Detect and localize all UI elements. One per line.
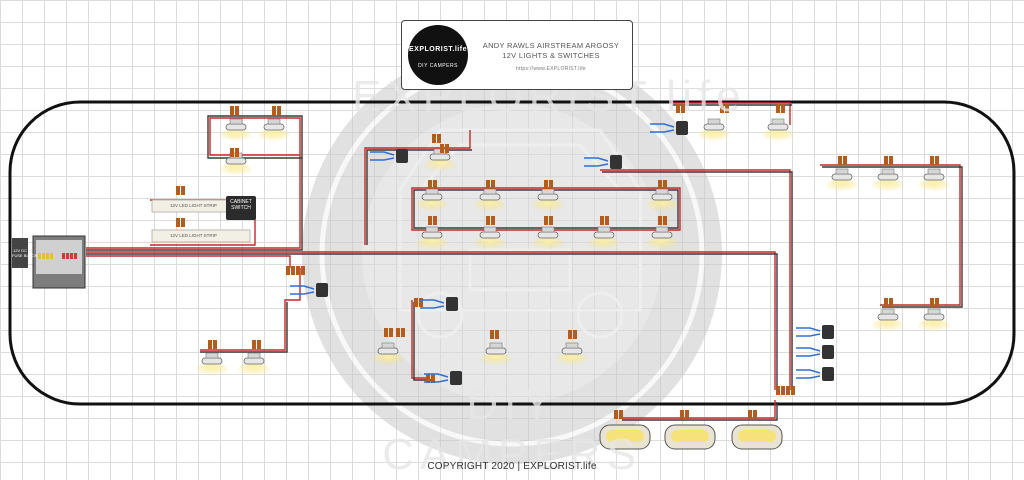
puck-light bbox=[238, 352, 270, 377]
watermark-text-bottom: DIY CAMPERS bbox=[382, 380, 642, 479]
wire-connector bbox=[286, 266, 295, 275]
wire-connector bbox=[658, 180, 667, 189]
led-strip bbox=[151, 229, 251, 243]
puck-light bbox=[372, 342, 404, 367]
rocker-switch bbox=[420, 297, 458, 311]
fuse-block bbox=[12, 235, 86, 289]
wire-connector bbox=[384, 328, 393, 337]
wire-connector bbox=[230, 106, 239, 115]
cabinet-switch bbox=[226, 196, 256, 220]
cabinet-switch-label: CABINET SWITCH bbox=[230, 199, 252, 211]
led-strips bbox=[151, 199, 251, 243]
wire-connector bbox=[426, 374, 435, 383]
puck-light bbox=[918, 168, 950, 193]
wire-connector bbox=[440, 144, 449, 153]
rocker-switch bbox=[796, 367, 834, 381]
wire-connector bbox=[884, 156, 893, 165]
wire-connector bbox=[396, 328, 405, 337]
puck-light bbox=[220, 118, 252, 143]
puck-light bbox=[416, 226, 448, 251]
explorist-logo: EXPLORIST.life DIY CAMPERS bbox=[408, 25, 468, 85]
camper-outline bbox=[8, 100, 1016, 406]
puck-light bbox=[918, 308, 950, 333]
logo-brand: EXPLORIST.life bbox=[409, 46, 467, 53]
rocker-switch bbox=[796, 345, 834, 359]
wire-connector bbox=[208, 340, 217, 349]
wire-connector bbox=[720, 104, 729, 113]
puck-light bbox=[646, 188, 678, 213]
wire-connector bbox=[680, 410, 689, 419]
puck-light bbox=[698, 118, 730, 143]
wire-connector bbox=[658, 216, 667, 225]
wire-connector bbox=[428, 216, 437, 225]
wire-connector bbox=[176, 186, 185, 195]
puck-light bbox=[762, 118, 794, 143]
wire-connector bbox=[930, 298, 939, 307]
rocker-switch bbox=[650, 121, 688, 135]
led-strip-label: 12V LED LIGHT STRIP bbox=[170, 233, 217, 238]
puck-light bbox=[872, 308, 904, 333]
puck-light bbox=[474, 188, 506, 213]
wire-connector bbox=[776, 104, 785, 113]
fuse-block-label: 12V DC FUSE BLOCK bbox=[12, 248, 38, 258]
led-strip-label: 12V LED LIGHT STRIP bbox=[170, 203, 217, 208]
porch-lights bbox=[599, 424, 783, 450]
wire-connector bbox=[432, 134, 441, 143]
wire-connector bbox=[296, 266, 305, 275]
wire-connector bbox=[676, 104, 685, 113]
puck-light bbox=[556, 342, 588, 367]
rocker-switch bbox=[796, 325, 834, 339]
wire-connector bbox=[838, 156, 847, 165]
wire-connector bbox=[930, 156, 939, 165]
rocker-switch bbox=[424, 371, 462, 385]
puck-light bbox=[416, 188, 448, 213]
puck-light bbox=[480, 342, 512, 367]
puck-lights bbox=[196, 118, 950, 377]
puck-light bbox=[196, 352, 228, 377]
puck-light bbox=[646, 226, 678, 251]
wire-connector bbox=[600, 216, 609, 225]
puck-light bbox=[532, 188, 564, 213]
wire-connector bbox=[544, 216, 553, 225]
wire-connector bbox=[486, 180, 495, 189]
wire-connector bbox=[568, 330, 577, 339]
puck-light bbox=[258, 118, 290, 143]
logo-tagline: DIY CAMPERS bbox=[418, 63, 458, 69]
wire-connector bbox=[776, 386, 785, 395]
wire-connector bbox=[614, 410, 623, 419]
wire-connector bbox=[544, 180, 553, 189]
puck-light bbox=[474, 226, 506, 251]
diagram-subtitle: 12V LIGHTS & SWITCHES bbox=[502, 51, 600, 60]
wire-connector bbox=[230, 148, 239, 157]
wiring-runs bbox=[86, 102, 963, 421]
puck-light bbox=[532, 226, 564, 251]
wire-connector bbox=[490, 330, 499, 339]
wire-connector bbox=[786, 386, 795, 395]
wire-connector bbox=[414, 298, 423, 307]
rocker-switch bbox=[370, 149, 408, 163]
wire-connector bbox=[884, 298, 893, 307]
wire-connector bbox=[272, 106, 281, 115]
website-link[interactable]: https://www.EXPLORIST.life bbox=[515, 66, 587, 72]
title-box: EXPLORIST.life DIY CAMPERS ANDY RAWLS AI… bbox=[401, 20, 633, 90]
wire-connector bbox=[252, 340, 261, 349]
wire-connector bbox=[486, 216, 495, 225]
wire-connector bbox=[176, 218, 185, 227]
diagram-title: ANDY RAWLS AIRSTREAM ARGOSY bbox=[482, 41, 620, 50]
wire-connector bbox=[748, 410, 757, 419]
rocker-switch bbox=[584, 155, 622, 169]
copyright-text: COPYRIGHT 2020 | EXPLORIST.life bbox=[427, 461, 597, 472]
puck-light bbox=[872, 168, 904, 193]
rocker-switch bbox=[290, 283, 328, 297]
puck-light bbox=[588, 226, 620, 251]
puck-light bbox=[826, 168, 858, 193]
wire-connector bbox=[428, 180, 437, 189]
rocker-switches bbox=[290, 121, 834, 385]
connectors bbox=[176, 104, 939, 419]
